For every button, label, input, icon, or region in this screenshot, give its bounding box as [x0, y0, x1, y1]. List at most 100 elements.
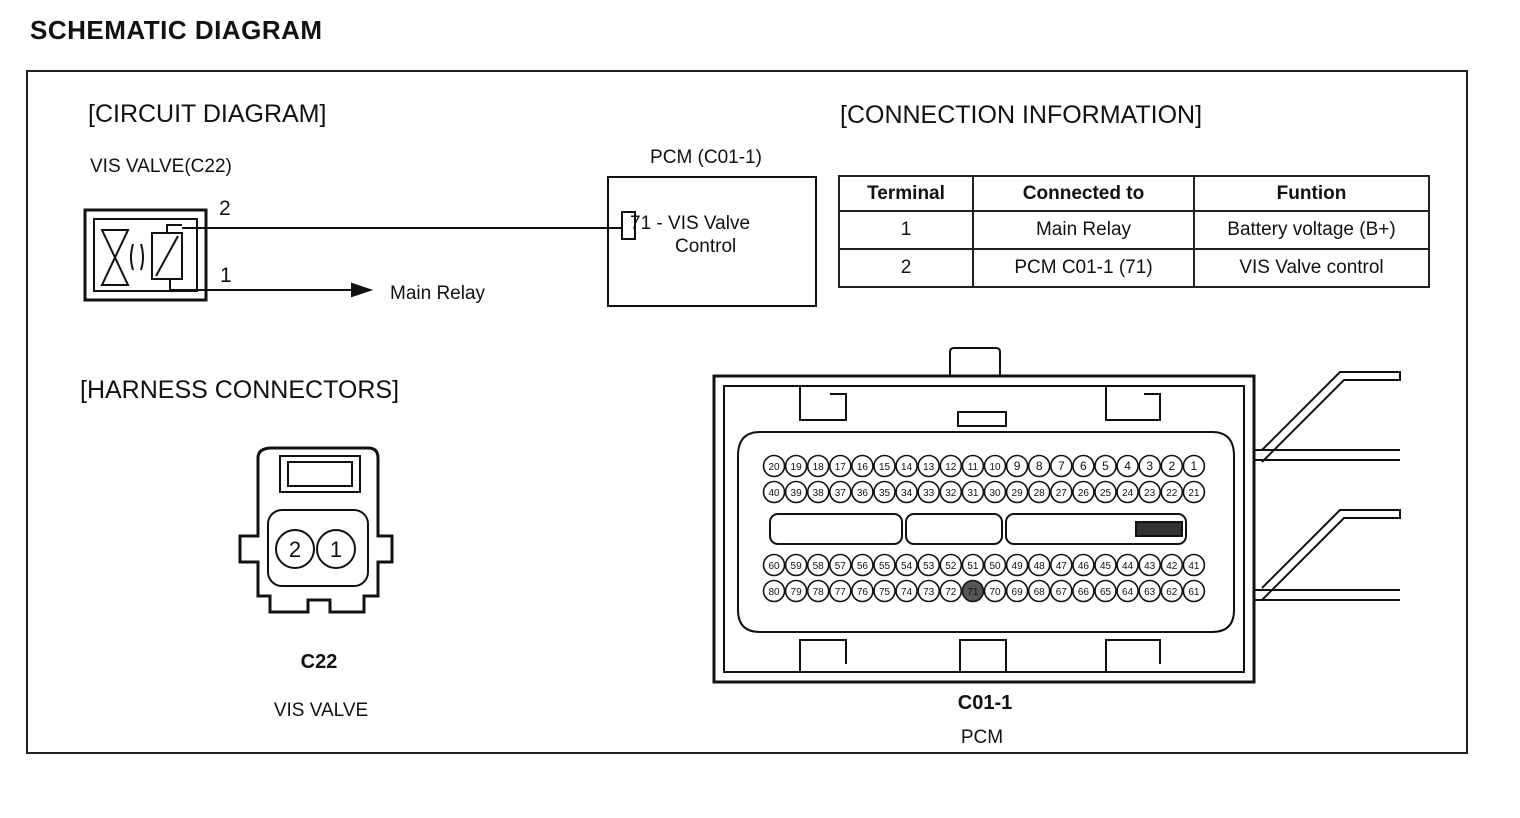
pcm-pin-label: 2	[1168, 459, 1175, 473]
pcm-pin	[873, 579, 896, 603]
pcm-pin	[895, 579, 918, 603]
pcm-pin-label: 41	[1188, 561, 1200, 572]
pcm-pin-label: 21	[1188, 488, 1200, 499]
pcm-pin-label: 38	[813, 488, 825, 499]
pcm-pin	[1072, 579, 1095, 603]
vis-valve-symbol	[83, 208, 208, 302]
pcm-pin	[961, 553, 985, 577]
connection-table: Terminal Connected to Funtion 1 Main Rel…	[838, 175, 1430, 288]
harness-connectors-heading: [HARNESS CONNECTORS]	[80, 376, 400, 404]
pcm-pin-label: 14	[901, 462, 913, 473]
pcm-pin	[983, 579, 1007, 603]
pcm-pin	[1160, 579, 1184, 603]
connection-information-heading: [CONNECTION INFORMATION]	[840, 101, 1203, 129]
pcm-pin	[1182, 553, 1206, 577]
pcm-pin-label: 19	[791, 462, 803, 473]
page-title: SCHEMATIC DIAGRAM	[30, 15, 323, 45]
pcm-pin-label: 18	[813, 462, 825, 473]
pcm-pin-label: 43	[1144, 561, 1156, 572]
pcm-pin	[806, 579, 830, 603]
pcm-pin-label: 72	[945, 587, 957, 598]
pcm-pin	[762, 480, 786, 504]
pcm-pin	[1050, 480, 1073, 504]
table-cell: 2	[838, 248, 974, 288]
pcm-pin-symbol	[621, 211, 636, 240]
pcm-pin-label: 25	[1100, 488, 1112, 499]
pcm-pin	[1138, 480, 1161, 504]
pcm-pin-label: 73	[923, 587, 935, 598]
c01-code-label: C01-1	[957, 692, 1013, 714]
pcm-pin	[1050, 454, 1073, 478]
pcm-pin-label: 50	[989, 561, 1001, 572]
pcm-pin	[1094, 553, 1117, 577]
pcm-pin-label: 29	[1012, 488, 1024, 499]
pcm-pin	[983, 553, 1007, 577]
pcm-pin-label: 22	[1166, 488, 1178, 499]
pcm-pin	[1182, 579, 1206, 603]
pcm-pin	[917, 454, 941, 478]
pcm-pin	[1138, 454, 1161, 478]
pcm-pin	[983, 480, 1007, 504]
pcm-pin	[961, 454, 985, 478]
pcm-pin	[1116, 480, 1139, 504]
pcm-pin	[1072, 480, 1095, 504]
pcm-pin	[961, 480, 985, 504]
table-cell: Battery voltage (B+)	[1193, 210, 1430, 250]
pcm-pin-label: 4	[1124, 459, 1131, 473]
pcm-pin	[762, 553, 786, 577]
pcm-pin	[784, 480, 808, 504]
pcm-pin	[873, 480, 896, 504]
pcm-pin-label: 76	[857, 587, 869, 598]
c22-connector-drawing	[238, 446, 394, 614]
pcm-pin-label: 16	[857, 462, 869, 473]
pcm-pin	[828, 480, 852, 504]
pcm-pin-label: 39	[791, 488, 803, 499]
pcm-pin-label: 32	[945, 488, 957, 499]
pcm-pin-label: 35	[879, 488, 891, 499]
pcm-pin	[873, 454, 896, 478]
pcm-pin-label: 74	[901, 587, 913, 598]
pcm-pin-label: 45	[1100, 561, 1112, 572]
pcm-pin	[1160, 480, 1184, 504]
pin-1-label: 1	[220, 264, 232, 287]
main-relay-label: Main Relay	[390, 283, 486, 304]
table-cell: VIS Valve control	[1193, 248, 1430, 288]
pcm-pin	[806, 454, 830, 478]
pcm-pin-label: 9	[1014, 459, 1021, 473]
pcm-box	[607, 176, 817, 307]
pcm-pin-label: 61	[1188, 587, 1200, 598]
pcm-pin-label: 27	[1056, 488, 1068, 499]
pcm-pin	[1182, 454, 1206, 478]
pcm-pin	[1160, 454, 1184, 478]
pcm-pin	[1005, 579, 1029, 603]
pcm-pin-label: 47	[1056, 561, 1068, 572]
pcm-pin	[917, 579, 941, 603]
pcm-pin	[784, 579, 808, 603]
table-cell: PCM C01-1 (71)	[972, 248, 1195, 288]
table-cell: Main Relay	[972, 210, 1195, 250]
pcm-pin-label: 53	[923, 561, 935, 572]
pcm-pin-label: 49	[1012, 561, 1024, 572]
pcm-pin-label: 37	[835, 488, 847, 499]
pcm-pin-label: 56	[857, 561, 869, 572]
c01-connector-drawing	[712, 347, 1401, 684]
table-header-terminal: Terminal	[838, 175, 974, 212]
pcm-pin-label: 58	[813, 561, 825, 572]
pcm-pin-label: 20	[768, 462, 780, 473]
pcm-pin-label: 11	[968, 462, 979, 473]
pcm-pin-label: 57	[835, 561, 847, 572]
pcm-pin-label: 67	[1056, 587, 1068, 598]
pcm-pin-label: 79	[791, 587, 803, 598]
pcm-pin	[1005, 480, 1029, 504]
pcm-pin-label: 1	[1191, 459, 1198, 473]
table-header-function: Funtion	[1193, 175, 1430, 212]
pcm-pin-label: 66	[1078, 587, 1090, 598]
pcm-pin-label: 68	[1034, 587, 1046, 598]
table-row: 2 PCM C01-1 (71) VIS Valve control	[838, 248, 1430, 288]
pcm-pin-label: 12	[945, 462, 957, 473]
c22-code-label: C22	[300, 651, 338, 673]
pcm-pin	[1027, 454, 1051, 478]
pcm-pin	[1094, 579, 1117, 603]
